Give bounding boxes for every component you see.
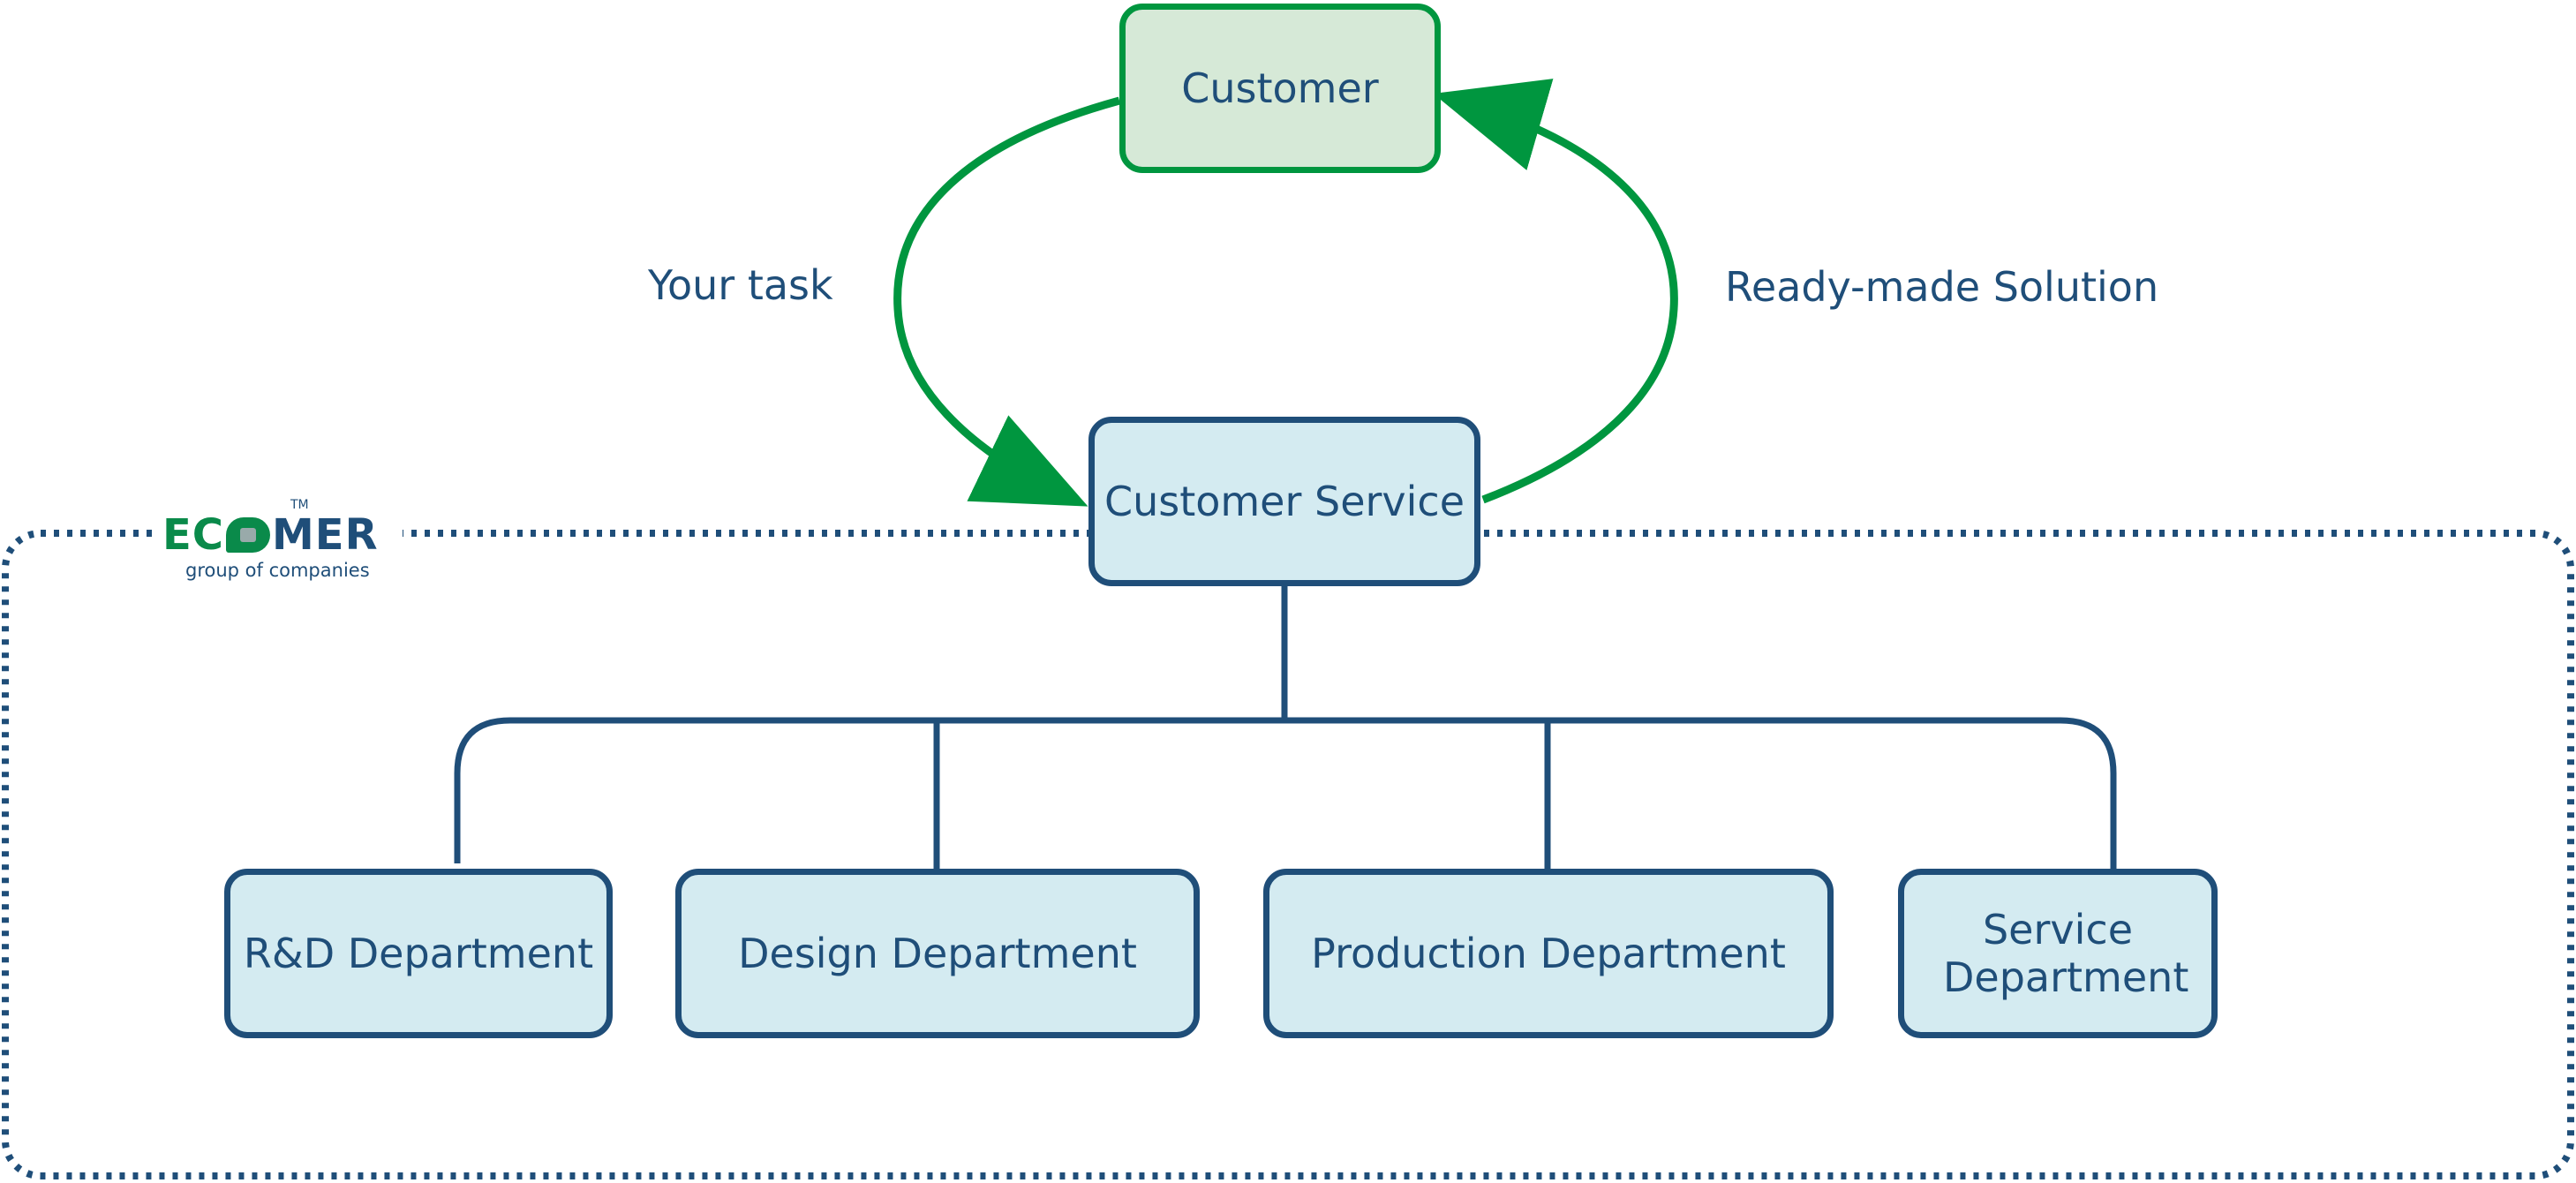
node-design-department-label: Design Department: [738, 929, 1137, 977]
connector-bus: [454, 717, 2117, 870]
node-service-department[interactable]: Service Department: [1898, 869, 2218, 1038]
node-customer-label: Customer: [1181, 64, 1379, 112]
logo-word-left: EC: [162, 510, 225, 560]
leaf-icon: [226, 517, 271, 553]
ecomer-logo: EC MER TM group of companies: [155, 498, 403, 588]
node-customer-service-label: Customer Service: [1103, 477, 1465, 525]
logo-subtitle: group of companies: [185, 560, 370, 581]
label-your-task: Your task: [648, 261, 833, 309]
logo-background: [155, 507, 403, 588]
node-customer-service[interactable]: Customer Service: [1088, 417, 1480, 586]
node-production-department-label: Production Department: [1311, 929, 1786, 977]
company-boundary: [2, 530, 2574, 1179]
label-ready-made-solution: Ready-made Solution: [1725, 263, 2159, 311]
node-rd-department-label: R&D Department: [243, 929, 594, 977]
arrow-your-task: [893, 96, 1121, 507]
arrow-ready-made-solution: [1433, 79, 1678, 504]
logo-word-right: MER: [272, 510, 379, 560]
node-rd-department[interactable]: R&D Department: [224, 869, 613, 1038]
logo-trademark: TM: [290, 498, 309, 512]
node-service-department-label: Service Department: [1943, 905, 2189, 1001]
org-connectors: [454, 586, 2117, 870]
logo-wordmark: EC MER: [162, 510, 379, 560]
node-design-department[interactable]: Design Department: [675, 869, 1200, 1038]
node-production-department[interactable]: Production Department: [1263, 869, 1834, 1038]
node-customer[interactable]: Customer: [1119, 4, 1441, 173]
